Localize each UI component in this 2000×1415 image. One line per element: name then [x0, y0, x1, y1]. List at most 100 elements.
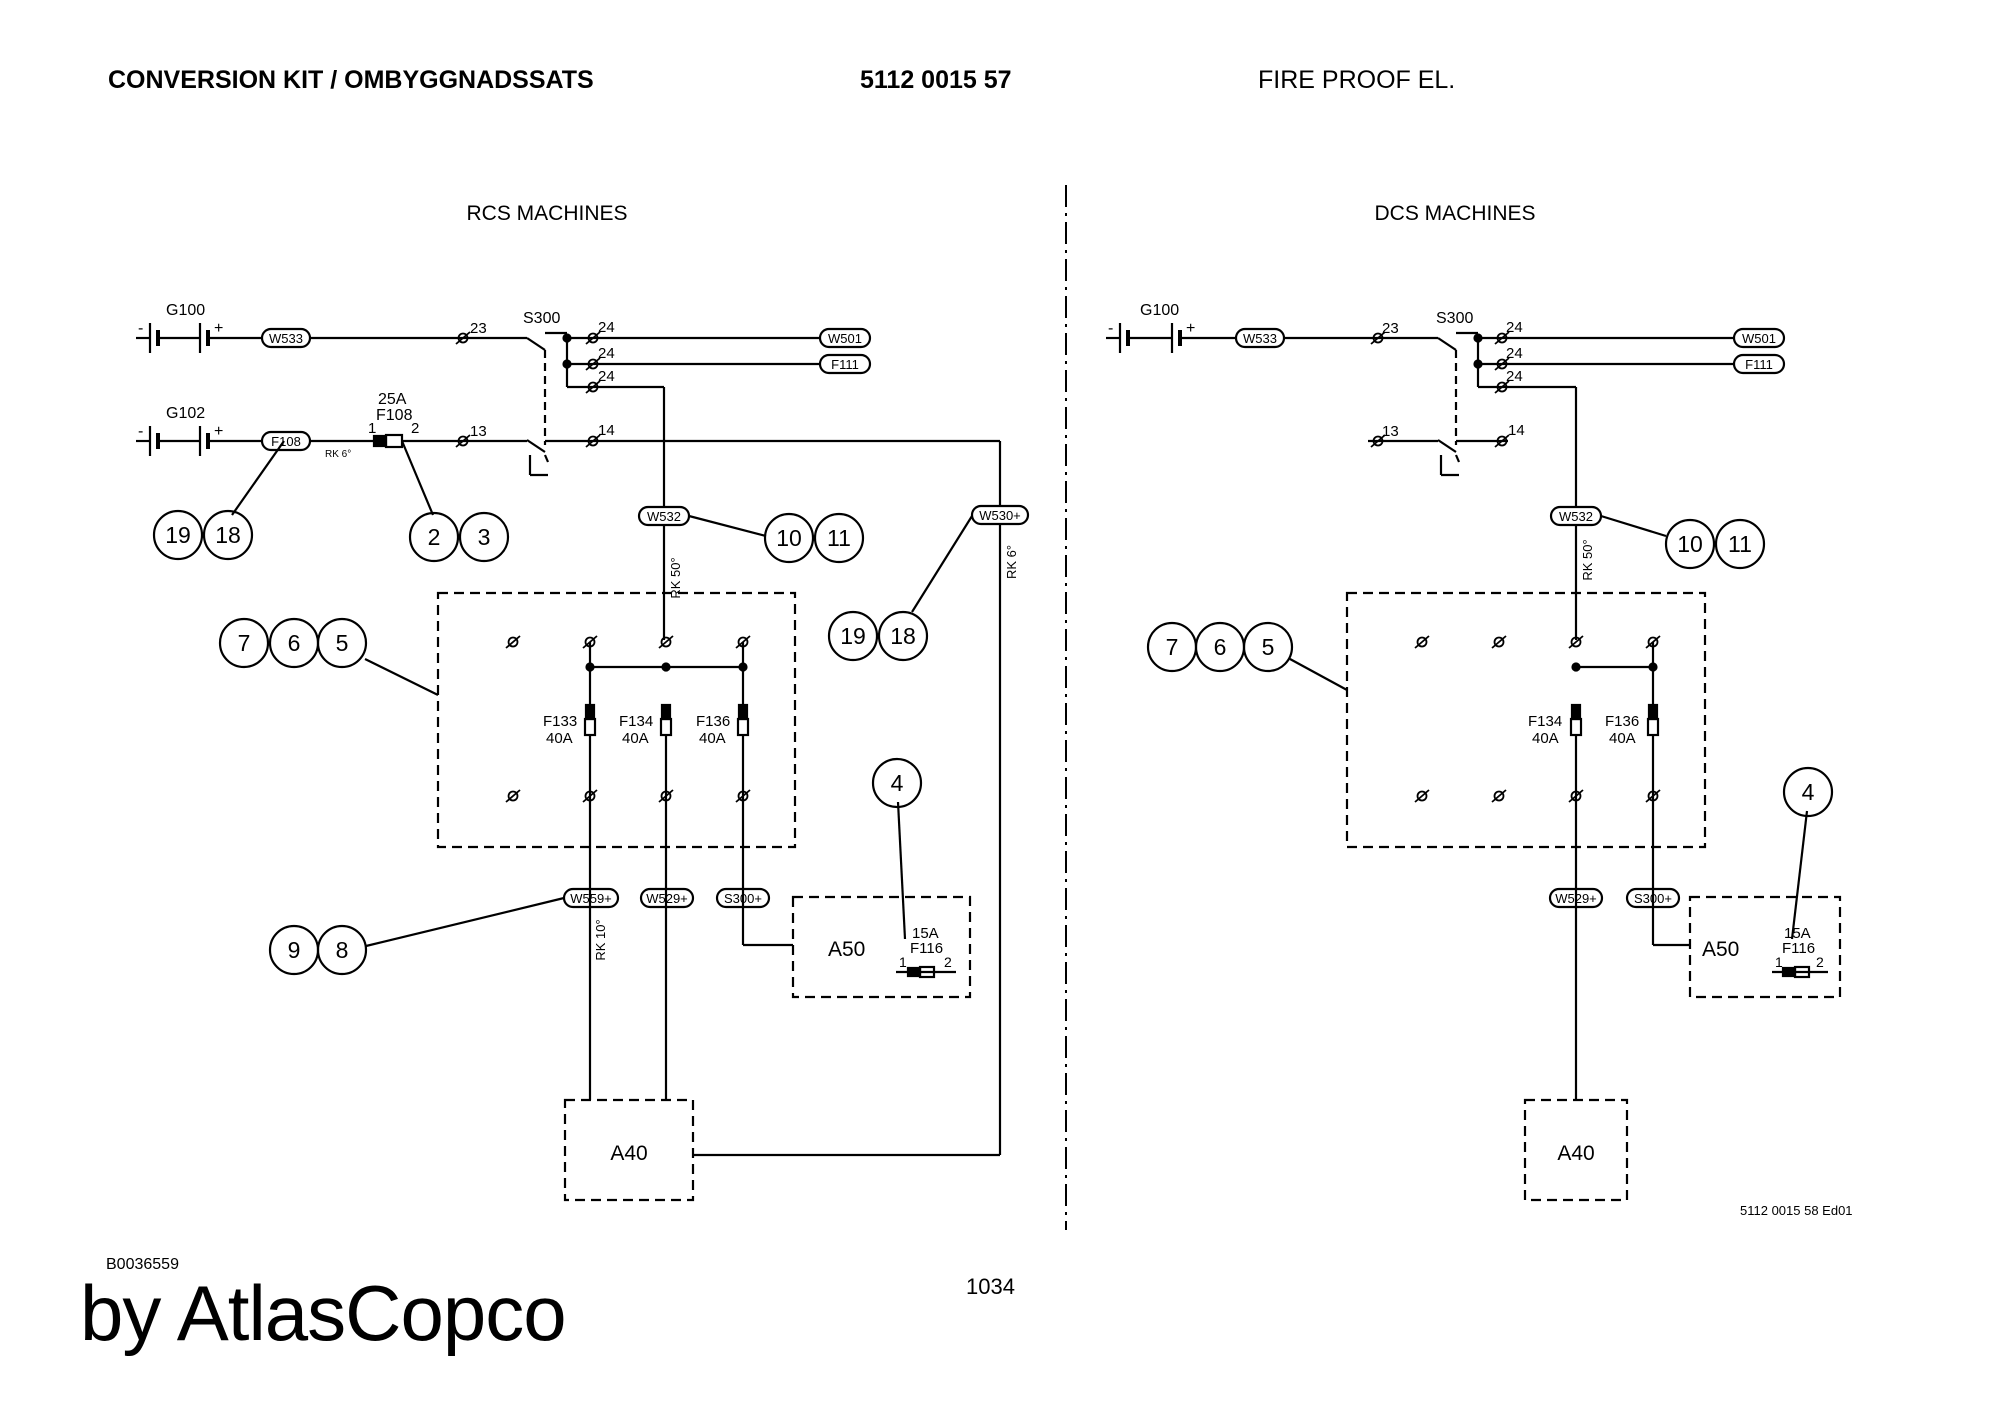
dcs-balloon-10-label: 10 — [1677, 531, 1703, 557]
terminal-24a: 24 — [598, 319, 615, 336]
f134-rating: 40A — [622, 730, 649, 747]
balloon-5-label: 5 — [336, 630, 349, 656]
f116-name: F116 — [910, 940, 943, 957]
balloon-19a — [152, 509, 204, 561]
f133-label: F133 — [543, 713, 577, 730]
rk6-small: RK 6° — [325, 449, 351, 460]
balloon-3 — [458, 511, 510, 563]
balloon-6-label: 6 — [288, 630, 301, 656]
balloon-4-label: 4 — [891, 770, 904, 796]
dcs-rk50-label: RK 50° — [1580, 539, 1595, 580]
dcs-f116-pin2: 2 — [1816, 954, 1824, 970]
balloon-4 — [871, 757, 923, 809]
terminal-24c: 24 — [598, 368, 615, 385]
dcs-terminal-13: 13 — [1382, 423, 1399, 440]
balloon-11 — [813, 512, 865, 564]
a40-label: A40 — [610, 1142, 647, 1165]
balloon-10-label: 10 — [776, 525, 802, 551]
dcs-f116-name: F116 — [1782, 940, 1815, 957]
dcs-terminal-24c: 24 — [1506, 368, 1523, 385]
dcs-f136-rating: 40A — [1609, 730, 1636, 747]
w559-tag-label: W559+ — [570, 891, 612, 906]
balloon-18a — [202, 509, 254, 561]
dcs-a40-label: A40 — [1557, 1142, 1594, 1165]
dcs-a50-label: A50 — [1702, 938, 1739, 961]
balloon-9-label: 9 — [288, 937, 301, 963]
a50-box-dcs — [1688, 895, 1842, 999]
w501-tag — [818, 327, 872, 349]
a50-box-rcs — [791, 895, 972, 999]
s300p-tag-label: S300+ — [724, 891, 762, 906]
f108-pin2: 2 — [411, 420, 419, 437]
dcs-balloon-7-label: 7 — [1166, 634, 1179, 660]
g100-minus: - — [138, 320, 143, 337]
balloon-7 — [218, 617, 270, 669]
terminal-13: 13 — [470, 423, 487, 440]
dcs-balloon-5-label: 5 — [1262, 634, 1275, 660]
a40-box-dcs — [1523, 1098, 1629, 1202]
brand-text: by AtlasCopco — [80, 1269, 567, 1357]
balloon-8 — [316, 924, 368, 976]
balloon-18b — [877, 610, 929, 662]
dcs-w533-tag-label: W533 — [1243, 331, 1277, 346]
dcs-f134-label: F134 — [1528, 713, 1562, 730]
dcs-f136-label: F136 — [1605, 713, 1639, 730]
dcs-terminal-23: 23 — [1382, 320, 1399, 337]
f134-label: F134 — [619, 713, 653, 730]
w501-tag-label: W501 — [828, 331, 862, 346]
dcs-w501-tag-label: W501 — [1742, 331, 1776, 346]
f108-rating: 25A — [378, 391, 407, 408]
w530-tag-label: W530+ — [979, 508, 1021, 523]
balloon-8-label: 8 — [336, 937, 349, 963]
dcs-balloon-11 — [1714, 518, 1766, 570]
dcs-w529-tag-label: W529+ — [1555, 891, 1597, 906]
dcs-title: DCS MACHINES — [1374, 202, 1535, 225]
terminal-14: 14 — [598, 422, 615, 439]
dcs-w501-tag — [1732, 327, 1786, 349]
balloon-18b-label: 18 — [890, 623, 916, 649]
w532-tag-label: W532 — [647, 509, 681, 524]
balloon-19b-label: 19 — [840, 623, 866, 649]
f133-rating: 40A — [546, 730, 573, 747]
dcs-balloon-6-label: 6 — [1214, 634, 1227, 660]
drawing-title: CONVERSION KIT / OMBYGGNADSSATS — [108, 66, 594, 94]
g102-minus: - — [138, 423, 143, 440]
terminal-23: 23 — [470, 320, 487, 337]
drawing-ref: 5112 0015 58 Ed01 — [1740, 1203, 1853, 1218]
rk10-label: RK 10° — [593, 919, 608, 960]
dcs-balloon-4 — [1782, 766, 1834, 818]
balloon-5 — [316, 617, 368, 669]
balloon-10 — [763, 512, 815, 564]
dcs-w529-tag — [1548, 887, 1604, 909]
rcs-title: RCS MACHINES — [466, 202, 627, 225]
a50-label: A50 — [828, 938, 865, 961]
g100-label: G100 — [166, 302, 205, 319]
g102-plus: + — [214, 423, 223, 440]
terminal-24b: 24 — [598, 345, 615, 362]
dcs-f111-tag — [1732, 353, 1786, 375]
s300-label: S300 — [523, 310, 560, 327]
f111-tag-label: F111 — [831, 357, 859, 372]
dcs-balloon-4-label: 4 — [1802, 779, 1815, 805]
dcs-g100-label: G100 — [1140, 302, 1179, 319]
balloon-2 — [408, 511, 460, 563]
dcs-balloon-5 — [1242, 621, 1294, 673]
g100-plus: + — [214, 320, 223, 337]
f116-rating: 15A — [912, 925, 939, 942]
part-number: 5112 0015 57 — [860, 66, 1012, 94]
g102-label: G102 — [166, 405, 205, 422]
balloon-7-label: 7 — [238, 630, 251, 656]
rk6-label: RK 6° — [1004, 545, 1019, 579]
dcs-balloon-10 — [1664, 518, 1716, 570]
dcs-terminal-24b: 24 — [1506, 345, 1523, 362]
dcs-s300p-tag-label: S300+ — [1634, 891, 1672, 906]
dcs-s300p-tag — [1625, 887, 1681, 909]
f108-name: F108 — [376, 407, 413, 424]
dcs-balloon-11-label: 11 — [1728, 531, 1752, 557]
dcs-f116-pin1: 1 — [1775, 954, 1783, 970]
dcs-f111-tag-label: F111 — [1745, 357, 1773, 372]
drawing-description: FIRE PROOF EL. — [1258, 66, 1456, 94]
s300p-tag — [715, 887, 771, 909]
f136-label: F136 — [696, 713, 730, 730]
dcs-w532-tag-label: W532 — [1559, 509, 1593, 524]
